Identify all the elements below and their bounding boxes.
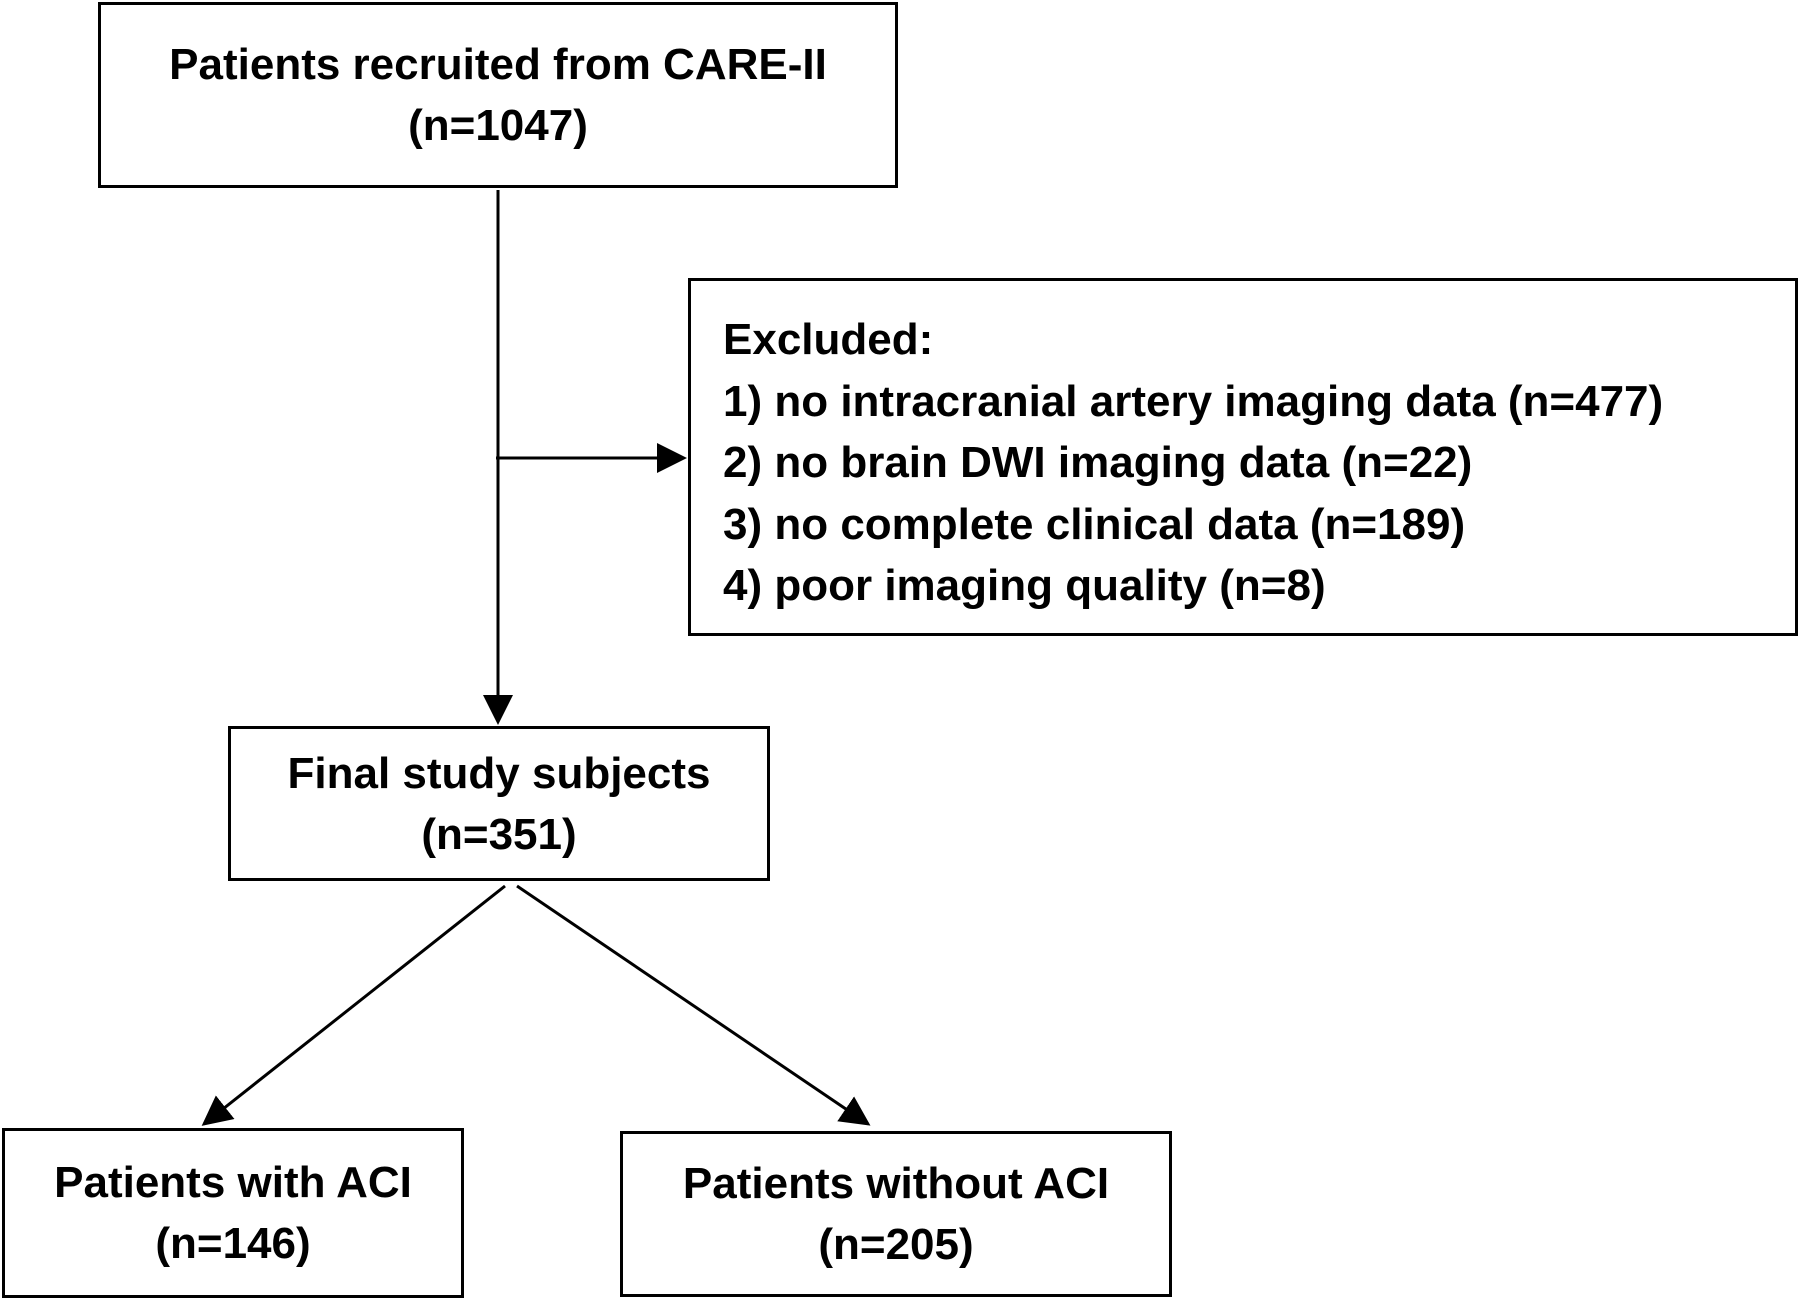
recruited-title: Patients recruited from CARE-II: [169, 40, 827, 89]
excluded-heading: Excluded:: [723, 315, 934, 364]
arrow-final-to-with-aci: [201, 884, 506, 1126]
without-aci-title: Patients without ACI: [682, 1159, 1110, 1208]
without-aci-count: (n=205): [818, 1220, 974, 1269]
recruited-count: (n=1047): [408, 101, 588, 150]
excluded-reason-1: 1) no intracranial artery imaging data (…: [723, 376, 1664, 426]
excluded-box: Excluded: 1) no intracranial artery imag…: [688, 278, 1798, 636]
excluded-reason-2: 2) no brain DWI imaging data (n=22): [723, 438, 1473, 487]
excluded-reason-4: 4) poor imaging quality (n=8): [723, 561, 1326, 610]
final-title: Final study subjects: [287, 748, 711, 798]
with-aci-box: Patients with ACI (n=146): [2, 1128, 464, 1298]
with-aci-title: Patients with ACI: [54, 1158, 412, 1207]
recruited-box: Patients recruited from CARE-II (n=1047): [98, 2, 898, 188]
final-count: (n=351): [421, 809, 577, 859]
excluded-reason-3: 3) no complete clinical data (n=189): [723, 499, 1466, 549]
final-subjects-box: Final study subjects (n=351): [228, 726, 770, 881]
arrow-final-to-without-aci: [516, 884, 871, 1126]
without-aci-box: Patients without ACI (n=205): [620, 1131, 1172, 1297]
with-aci-count: (n=146): [155, 1219, 311, 1268]
